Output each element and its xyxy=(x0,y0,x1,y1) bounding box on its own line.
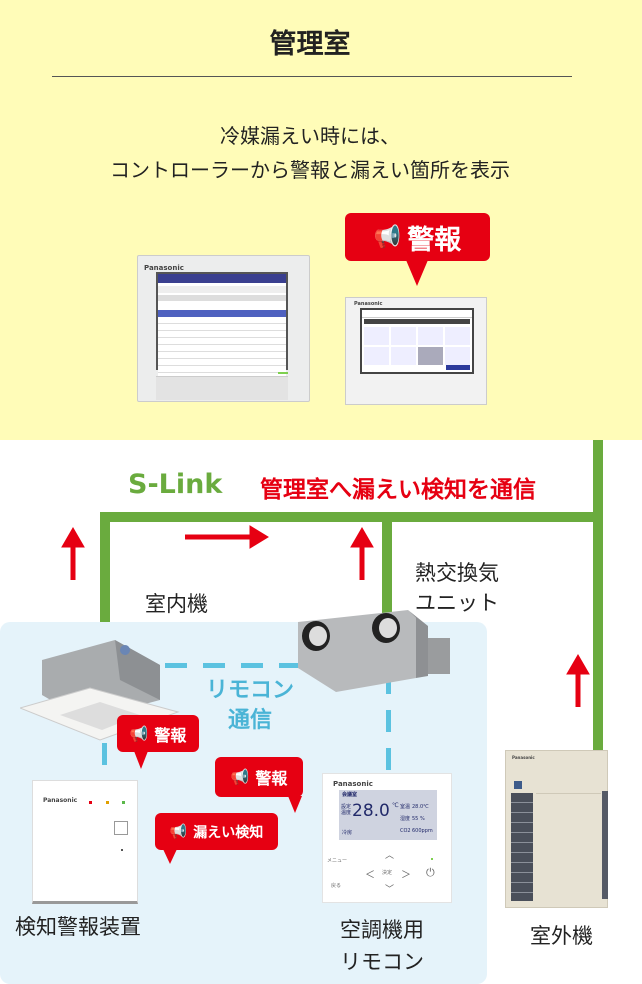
brand-logo: Panasonic xyxy=(354,301,383,307)
set-temp-value: 28.0 xyxy=(352,801,390,821)
set-temp-unit: ℃ xyxy=(392,802,399,809)
remote-line-right xyxy=(386,672,391,772)
slink-label: S-Link xyxy=(128,469,223,500)
arrow-right-icon xyxy=(185,525,269,549)
page-title: 管理室 xyxy=(269,29,351,60)
leak-text: 漏えい検知 xyxy=(193,824,264,841)
humidity-label: 湿度 xyxy=(400,816,411,822)
humidity-value: 55 % xyxy=(412,816,425,822)
touch-controller: Panasonic xyxy=(345,297,487,405)
detector-label: 検知警報装置 xyxy=(15,915,141,939)
set-temp-label: 設定温度 xyxy=(341,804,352,816)
room-temp-label: 室温 xyxy=(400,804,411,810)
leak-detect-bubble: 📢 漏えい検知 xyxy=(155,813,278,850)
heat-exchanger-image xyxy=(298,610,450,692)
room-name: 会議室 xyxy=(342,792,358,798)
enter-button: 決定 xyxy=(382,870,393,876)
slink-line-right xyxy=(593,440,603,762)
megaphone-icon: 📢 xyxy=(169,823,188,840)
alarm-bubble-remote: 📢 警報 xyxy=(215,757,303,797)
alarm-bubble-main: 📢 警報 xyxy=(345,213,490,261)
mode-value: 冷房 xyxy=(342,830,353,836)
remote-label-1: 空調機用 xyxy=(340,918,424,942)
arrow-up-icon xyxy=(61,527,85,580)
menu-button: メニュー xyxy=(327,858,348,864)
outdoor-unit-image: Panasonic xyxy=(505,750,608,908)
arrow-up-icon xyxy=(566,654,590,707)
indoor-unit-image xyxy=(20,640,180,741)
right-button-icon: ＞ xyxy=(401,870,411,881)
remote-label-2: リモコン xyxy=(340,950,424,974)
remote-line-left xyxy=(102,705,107,785)
co2-label: CO2 xyxy=(400,828,411,834)
brand-logo: Panasonic xyxy=(333,780,373,788)
outdoor-unit-label: 室外機 xyxy=(530,924,593,948)
description-line-2: コントローラーから警報と漏えい箇所を表示 xyxy=(110,158,510,182)
remote-display: 会議室 設定温度 28.0 ℃ 室温 28.0℃ 湿度 55 % CO2 600… xyxy=(339,790,437,840)
remote-comm-label-2: 通信 xyxy=(228,708,273,733)
controller-screen xyxy=(156,272,288,377)
control-room-area xyxy=(0,0,642,440)
indoor-unit-label: 室内機 xyxy=(145,592,208,616)
description-line-1: 冷媒漏えい時には、 xyxy=(220,124,400,148)
megaphone-icon: 📢 xyxy=(129,724,149,743)
remote-controller-image: Panasonic 会議室 設定温度 28.0 ℃ 室温 28.0℃ 湿度 55… xyxy=(322,773,452,903)
left-button-icon: ＜ xyxy=(365,870,375,881)
down-button-icon: ﹀ xyxy=(385,885,395,895)
alarm-text: 警報 xyxy=(154,725,187,745)
heat-exchanger-label-1: 熱交換気 xyxy=(415,561,499,585)
megaphone-icon: 📢 xyxy=(373,224,402,250)
power-icon: ⏻ xyxy=(426,866,435,879)
network-message: 管理室へ漏えい検知を通信 xyxy=(260,477,536,503)
arrow-up-icon xyxy=(350,527,374,580)
leak-detector-image: Panasonic xyxy=(32,780,138,904)
slink-line-left xyxy=(100,512,110,647)
heat-exchanger-label-2: ユニット xyxy=(415,591,499,615)
alarm-bubble-indoor: 📢 警報 xyxy=(117,715,199,752)
room-temp-value: 28.0℃ xyxy=(412,804,429,810)
up-button-icon: ︿ xyxy=(385,851,395,861)
alarm-text: 警報 xyxy=(255,769,288,788)
brand-logo: Panasonic xyxy=(144,264,184,272)
slink-line-middle xyxy=(382,512,392,620)
remote-comm-label-1: リモコン xyxy=(206,678,295,703)
co2-value: 600ppm xyxy=(412,828,433,834)
title-divider xyxy=(52,76,572,77)
remote-line-horizontal xyxy=(165,663,300,668)
alarm-text: 警報 xyxy=(407,224,462,256)
slink-line-top xyxy=(100,512,603,522)
central-controller: Panasonic xyxy=(137,255,310,402)
megaphone-icon: 📢 xyxy=(230,768,250,786)
back-button: 戻る xyxy=(331,883,342,889)
